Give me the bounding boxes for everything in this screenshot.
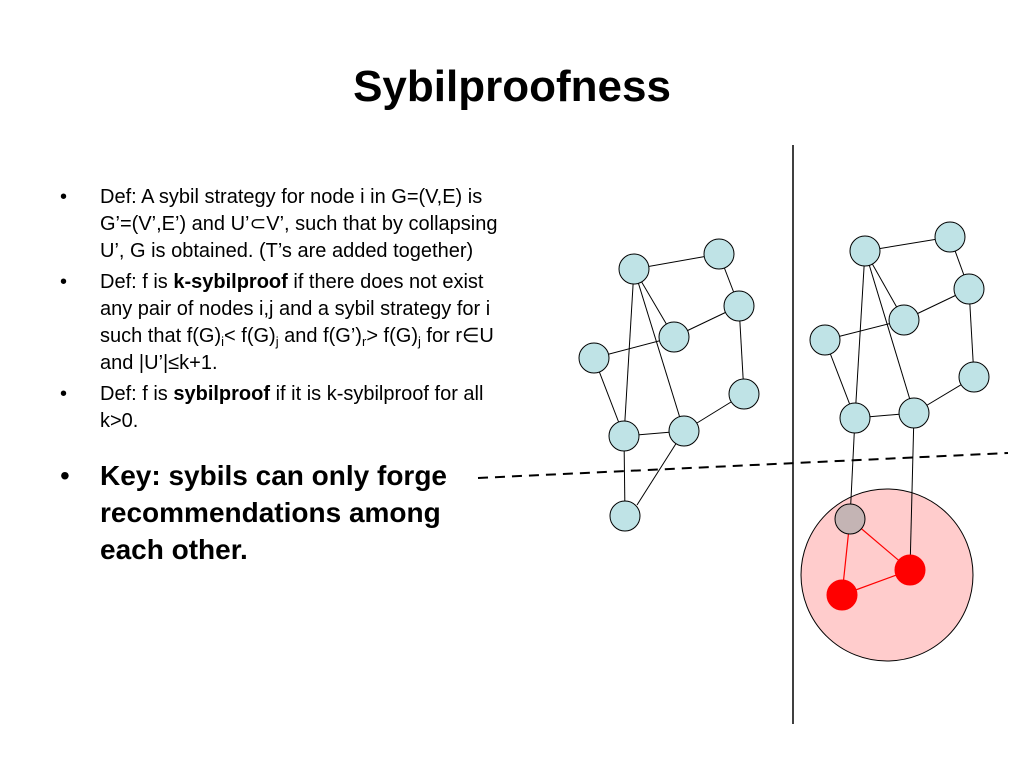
graph-node (958, 361, 990, 393)
bullet-text: Def: A sybil strategy for node i in G=(V… (100, 186, 498, 262)
graph-node (839, 402, 871, 434)
graph-node (723, 290, 755, 322)
bullet-text: Def: f is k-sybilproof if there does not… (100, 271, 494, 374)
graph-node (668, 415, 700, 447)
bullet-text: Key: sybils can only forge recommendatio… (100, 460, 447, 565)
bullet-key-point: • Key: sybils can only forge recommendat… (58, 457, 508, 568)
graph-node (609, 500, 641, 532)
graph-node (618, 253, 650, 285)
bullet-text: Def: f is sybilproof if it is k-sybilpro… (100, 383, 484, 432)
graph-g-edges (593, 253, 745, 517)
graph-node (898, 397, 930, 429)
attack-edge-cut-line (477, 452, 1009, 479)
bullet-marker: • (60, 383, 68, 405)
attacking-node (834, 503, 866, 535)
graph-node (658, 321, 690, 353)
graph-node (578, 342, 610, 374)
graph-g-prime-nodes (809, 221, 990, 434)
graph-node (703, 238, 735, 270)
bullet-marker: • (60, 460, 70, 491)
graph-g-nodes (578, 238, 760, 532)
bullet-marker: • (60, 271, 68, 293)
graph-node (809, 324, 841, 356)
sybil-node (826, 579, 858, 611)
graph-node (728, 378, 760, 410)
bullet-k-sybilproof: • Def: f is k-sybilproof if there does n… (58, 269, 508, 377)
bullet-marker: • (60, 186, 68, 208)
graph-node (849, 235, 881, 267)
term-k-sybilproof: k-sybilproof (173, 271, 288, 293)
slide-title: Sybilproofness (353, 62, 671, 111)
graph-node (608, 420, 640, 452)
term-sybilproof: sybilproof (173, 383, 271, 405)
bullet-sybilproof: • Def: f is sybilproof if it is k-sybilp… (58, 381, 508, 435)
graph-node (934, 221, 966, 253)
sybil-region (800, 488, 974, 662)
sybil-node (894, 554, 926, 586)
graph-node (888, 304, 920, 336)
graph-node (953, 273, 985, 305)
definition-list: • Def: A sybil strategy for node i in G=… (58, 184, 508, 572)
bullet-sybil-strategy: • Def: A sybil strategy for node i in G=… (58, 184, 508, 265)
